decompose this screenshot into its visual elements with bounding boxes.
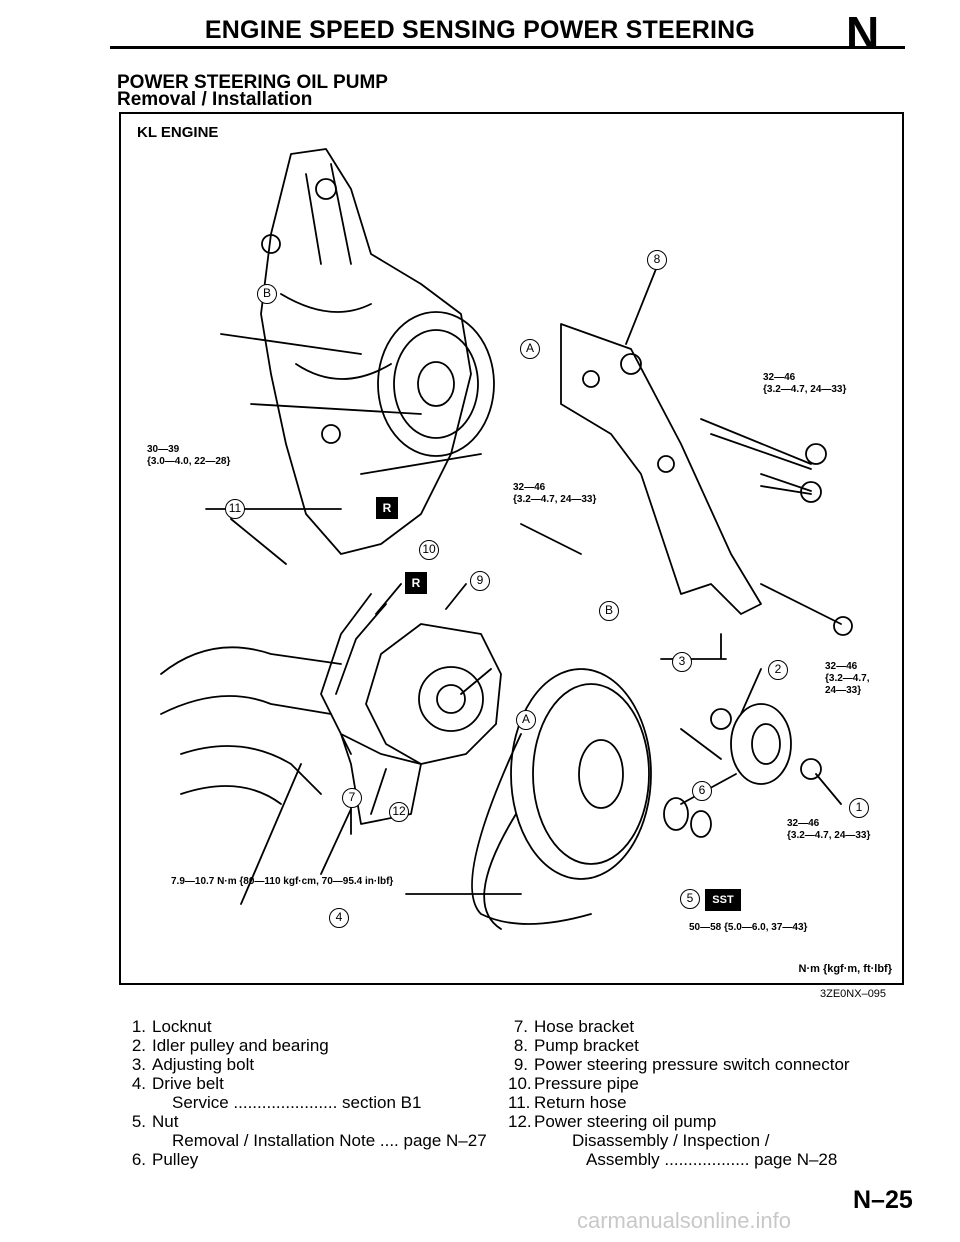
idler-pulley-drawing [730,703,792,785]
callout-B-right: B [599,601,619,621]
pump-body-drawing [365,623,502,765]
torque-7-9: 7.9—10.7 N·m {80—110 kgf·cm, 70—95.4 in·… [171,876,394,887]
callout-1: 1 [849,798,869,818]
units-label: N·m {kgf·m, ft·lbf} [798,963,893,975]
callout-5: 5 [680,889,700,909]
callout-A-top: A [520,339,540,359]
callout-9: 9 [470,571,490,591]
legend-item-12: 12.Power steering oil pump [508,1112,717,1131]
legend-item-12-note-1: Disassembly / Inspection / [572,1131,770,1150]
torque-32-46-top: 32—46{3.2—4.7, 24—33} [763,372,847,395]
replace-badge-1: R [376,497,398,519]
replace-badge-2: R [405,572,427,594]
sst-badge: SST [705,889,741,911]
torque-32-46-bottom: 32—46{3.2—4.7, 24—33} [787,818,871,841]
legend-item-1: 1.Locknut [131,1017,212,1036]
water-pump-pulley [377,311,495,457]
section-title: POWER STEERING OIL PUMP [117,72,388,93]
callout-3: 3 [672,652,692,672]
exploded-diagram: KL ENGINE [119,112,904,985]
section-subtitle: Removal / Installation [117,89,313,110]
callout-4: 4 [329,908,349,928]
watermark: carmanualsonline.info [577,1208,792,1233]
legend-item-3: 3.Adjusting bolt [131,1055,255,1074]
legend-item-5-note: Removal / Installation Note .... page N–… [172,1131,487,1150]
callout-7: 7 [342,788,362,808]
legend-item-7: 7.Hose bracket [513,1017,635,1036]
legend-item-10: 10.Pressure pipe [508,1074,639,1093]
torque-32-46-mid: 32—46{3.2—4.7, 24—33} [513,482,597,505]
legend-item-11: 11.Return hose [508,1093,627,1112]
callout-11: 11 [225,499,245,519]
legend-item-5: 5.Nut [131,1112,179,1131]
section-letter: N [846,7,880,59]
legend-item-4: 4.Drive belt [131,1074,224,1093]
pump-bracket-drawing [560,323,762,615]
legend-item-8: 8.Pump bracket [513,1036,639,1055]
header-rule [110,46,905,49]
legend-item-2: 2.Idler pulley and bearing [131,1036,329,1055]
page-number: N–25 [853,1186,913,1214]
torque-50-58: 50—58 {5.0—6.0, 37—43} [689,922,808,933]
diagram-drawing [160,148,853,930]
return-hose-drawing [160,646,342,715]
legend-item-4-note: Service ...................... section B… [172,1093,422,1112]
legend-item-9: 9.Power steering pressure switch connect… [513,1055,850,1074]
callout-10: 10 [419,540,439,560]
callout-8: 8 [647,250,667,270]
callout-B-left: B [257,284,277,304]
torque-30-39: 30—39{3.0—4.0, 22—28} [147,444,231,467]
engine-label: KL ENGINE [137,124,219,141]
callout-6: 6 [692,781,712,801]
legend-item-12-note-2: Assembly .................. page N–28 [586,1150,838,1169]
legend-item-6: 6.Pulley [131,1150,199,1169]
pressure-pipe-drawing [320,593,387,755]
figure-code: 3ZE0NX–095 [820,988,887,1000]
callout-A-bottom: A [516,710,536,730]
torque-32-46-right: 32—46{3.2—4.7,24—33} [825,661,870,696]
pump-pulley-drawing [510,668,652,880]
engine-block [260,148,472,555]
belt-drawing [471,733,592,930]
callout-12: 12 [389,802,409,822]
header-title: ENGINE SPEED SENSING POWER STEERING [204,16,756,44]
callout-2: 2 [768,660,788,680]
